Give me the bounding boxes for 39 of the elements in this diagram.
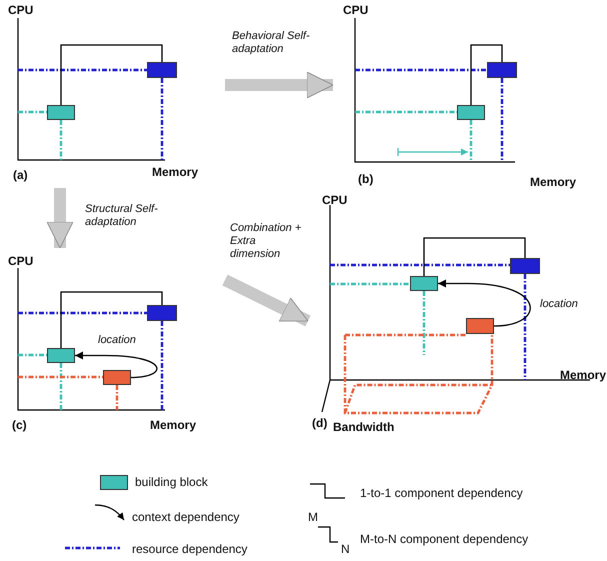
dependency-line — [470, 44, 503, 105]
axis-label: Memory — [150, 418, 196, 432]
legend-label: resource dependency — [132, 542, 248, 556]
legend-label: building block — [135, 475, 208, 489]
panel-label: (a) — [13, 168, 28, 182]
legend-label: 1-to-1 component dependency — [360, 486, 523, 500]
axis-label: CPU — [8, 3, 34, 17]
legend-label: M-to-N component dependency — [360, 532, 528, 546]
axis-label: Memory — [560, 368, 606, 382]
dependency-line — [60, 291, 163, 348]
building-block — [103, 370, 131, 385]
panel-label: (c) — [12, 418, 27, 432]
building-block — [47, 348, 75, 363]
building-block — [410, 276, 438, 291]
legend-label: context dependency — [132, 510, 240, 524]
block-arrow — [225, 72, 334, 98]
curved-arrow — [438, 280, 531, 327]
panel-label: (b) — [358, 172, 374, 186]
building-block — [466, 318, 494, 334]
axis-label: Memory — [152, 165, 198, 179]
building-block — [487, 62, 517, 78]
axis-label: CPU — [343, 3, 368, 17]
building-block — [510, 258, 540, 274]
axis-label: Memory — [530, 175, 576, 189]
building-block — [147, 62, 177, 78]
building-block — [147, 305, 177, 321]
building-block — [457, 105, 485, 120]
block-arrow — [46, 188, 74, 248]
multiplicity-label: M — [308, 510, 318, 524]
axis-label: Bandwidth — [333, 420, 394, 434]
multiplicity-label: N — [341, 542, 350, 556]
dependency-line — [423, 237, 526, 276]
dependency-line — [60, 44, 163, 105]
axis-label: CPU — [322, 193, 348, 207]
axis-label: CPU — [8, 254, 34, 268]
curved-arrow — [75, 352, 158, 378]
block-arrow — [222, 274, 311, 326]
building-block — [47, 105, 75, 120]
panel-label: (d) — [312, 416, 328, 430]
